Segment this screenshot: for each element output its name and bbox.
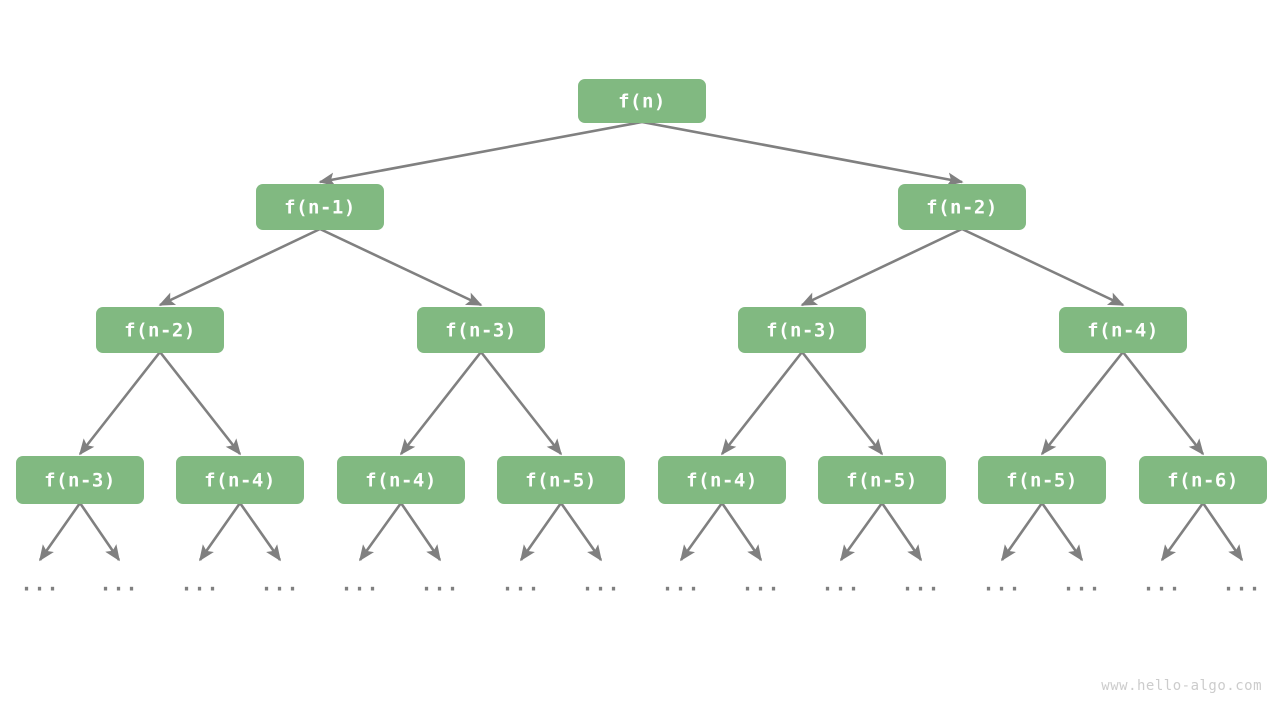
ellipsis-label: ...	[420, 572, 459, 596]
leaf-edges-layer	[38, 502, 1244, 562]
tree-node: f(n-4)	[658, 456, 786, 504]
tree-edge	[720, 351, 804, 456]
node-label: f(n-2)	[926, 197, 998, 219]
tree-edge	[318, 120, 643, 186]
leaf-edge	[559, 502, 603, 562]
node-label: f(n-3)	[44, 470, 116, 492]
ellipsis-label: ...	[20, 572, 59, 596]
node-box	[738, 307, 866, 353]
node-box	[256, 184, 384, 230]
leaf-edge	[839, 502, 884, 562]
tree-edge	[800, 351, 884, 456]
ellipsis-label: ...	[501, 572, 540, 596]
leaf-edge	[1160, 502, 1205, 562]
ellipsis-label: ...	[741, 572, 780, 596]
leaf-edge	[880, 502, 923, 562]
node-label: f(n-2)	[124, 320, 196, 342]
node-box	[658, 456, 786, 504]
tree-edge	[479, 351, 563, 456]
tree-edge	[961, 227, 1125, 307]
node-box	[16, 456, 144, 504]
leaf-edge	[198, 502, 242, 562]
node-label: f(n-3)	[766, 320, 838, 342]
leaf-edge	[1040, 502, 1084, 562]
leaf-edge	[679, 502, 724, 562]
node-label: f(n-4)	[1087, 320, 1159, 342]
tree-node: f(n-3)	[738, 307, 866, 353]
tree-node: f(n-6)	[1139, 456, 1267, 504]
tree-edge	[319, 227, 483, 307]
tree-node: f(n-1)	[256, 184, 384, 230]
tree-edge	[158, 351, 242, 456]
leaf-edge	[238, 502, 282, 562]
node-box	[1059, 307, 1187, 353]
tree-edge	[78, 351, 162, 456]
node-label: f(n-4)	[204, 470, 276, 492]
leaf-edge	[1201, 502, 1244, 562]
tree-edge	[800, 227, 963, 307]
tree-edge	[1040, 351, 1125, 456]
node-box	[96, 307, 224, 353]
node-box	[578, 79, 706, 123]
ellipsis-label: ...	[821, 572, 860, 596]
node-label: f(n-5)	[1006, 470, 1078, 492]
ellipsis-label: ...	[99, 572, 138, 596]
node-box	[1139, 456, 1267, 504]
tree-node: f(n-4)	[176, 456, 304, 504]
leaf-edge	[399, 502, 442, 562]
ellipsis-label: ...	[260, 572, 299, 596]
node-label: f(n)	[618, 91, 666, 113]
ellipsis-label: ...	[581, 572, 620, 596]
node-box	[818, 456, 946, 504]
nodes-layer: f(n) f(n-1) f(n-2) f(n-2) f(n-3) f(n-3) f(n-4)…	[16, 79, 1267, 504]
leaf-edge	[78, 502, 121, 562]
ellipsis-label: ...	[1062, 572, 1101, 596]
tree-node: f(n-5)	[978, 456, 1106, 504]
leaf-edge	[1000, 502, 1044, 562]
node-box	[176, 456, 304, 504]
node-label: f(n-3)	[445, 320, 517, 342]
ellipsis-label: ...	[661, 572, 700, 596]
ellipsis-label: ...	[982, 572, 1021, 596]
tree-node: f(n-2)	[898, 184, 1026, 230]
node-box	[497, 456, 625, 504]
tree-node: f(n-2)	[96, 307, 224, 353]
tree-node: f(n-4)	[337, 456, 465, 504]
node-label: f(n-4)	[365, 470, 437, 492]
node-box	[417, 307, 545, 353]
tree-node: f(n-5)	[818, 456, 946, 504]
leaf-edge	[38, 502, 82, 562]
node-box	[978, 456, 1106, 504]
tree-edge	[641, 120, 964, 186]
node-box	[337, 456, 465, 504]
tree-edge	[1121, 351, 1205, 456]
tree-node: f(n-5)	[497, 456, 625, 504]
ellipsis-label: ...	[340, 572, 379, 596]
tree-node: f(n)	[578, 79, 706, 123]
watermark-label: www.hello-algo.com	[1101, 678, 1262, 694]
ellipsis-label: ...	[1222, 572, 1261, 596]
edges-layer	[78, 120, 1205, 456]
leaf-edge	[358, 502, 403, 562]
leaves-layer: ........................................…	[20, 572, 1261, 596]
tree-edge	[399, 351, 483, 456]
leaf-edge	[720, 502, 763, 562]
ellipsis-label: ...	[1142, 572, 1181, 596]
leaf-edge	[519, 502, 563, 562]
node-label: f(n-6)	[1167, 470, 1239, 492]
ellipsis-label: ...	[180, 572, 219, 596]
tree-edge	[158, 227, 321, 307]
ellipsis-label: ...	[901, 572, 940, 596]
tree-node: f(n-3)	[417, 307, 545, 353]
node-label: f(n-4)	[686, 470, 758, 492]
tree-node: f(n-4)	[1059, 307, 1187, 353]
node-box	[898, 184, 1026, 230]
node-label: f(n-1)	[284, 197, 356, 219]
node-label: f(n-5)	[846, 470, 918, 492]
node-label: f(n-5)	[525, 470, 597, 492]
tree-node: f(n-3)	[16, 456, 144, 504]
